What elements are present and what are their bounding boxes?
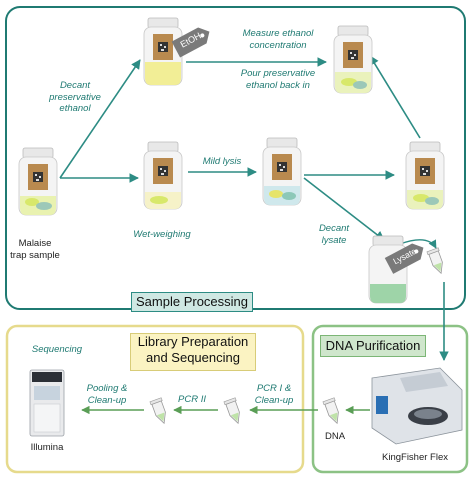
arrow-to-decant [59,59,141,179]
label-decant-lysate: Decant lysate [318,223,350,246]
label-malaise-sample: Malaise trap sample [10,238,60,261]
arrow-decant-lysate [303,177,385,241]
panel-title-dna-purification: DNA Purification [320,335,426,357]
arrow-lysate-tube [399,239,437,249]
label-pcr2: PCR II [178,394,206,405]
label-illumina: Illumina [30,442,64,453]
sample-bottle-icon [18,147,58,216]
pcr-tube-icon [426,247,448,276]
label-decant-preservative: Decant preservative ethanol [49,80,101,114]
pcr-tube-icon [322,397,344,426]
sample-bottle-icon [262,137,302,206]
sample-bottle-icon [143,17,183,86]
label-wet-weighing: Wet-weighing [133,229,191,240]
label-dna: DNA [324,431,346,442]
panel-title-library-preparation: Library Preparation and Sequencing [130,333,256,371]
arrow-pour-back [369,55,421,139]
library-prep-panel [5,324,305,474]
sample-bottle-icon [405,141,445,210]
sequencer-icon [29,369,65,437]
kingfisher-instrument-icon [371,367,463,445]
label-mild-lysis: Mild lysis [202,156,242,167]
tag-icon [384,243,424,274]
label-pooling: Pooling & Clean-up [86,383,128,406]
label-sequencing: Sequencing [31,344,83,355]
dna-purification-panel [311,324,469,474]
label-pcr1: PCR I & Clean-up [254,383,294,406]
panel-title-sample-processing: Sample Processing [131,292,253,312]
tag-icon [171,27,210,58]
sample-bottle-icon [143,141,183,210]
label-pour-preservative: Pour preservative ethanol back in [240,68,316,91]
pcr-tube-icon [149,397,171,426]
label-kingfisher: KingFisher Flex [382,452,448,463]
sample-bottle-icon [333,25,373,94]
pcr-tube-icon [223,397,245,426]
label-measure-ethanol: Measure ethanol concentration [242,28,314,51]
